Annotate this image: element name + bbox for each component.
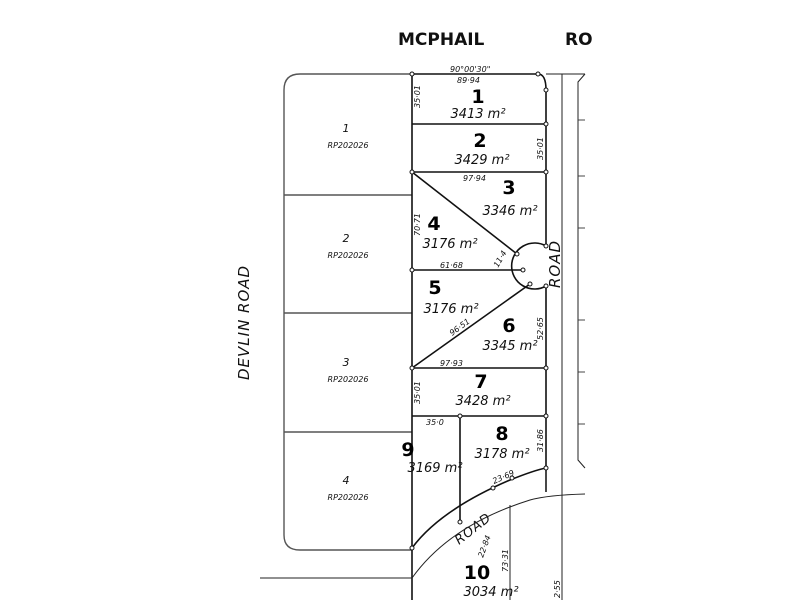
lot-9: 9 3169 m² [401,439,462,476]
dimension-label: 70·71 [413,213,422,236]
dimension-label: 22·84 [476,534,492,559]
lot-area: 3413 m² [450,107,505,122]
existing-lot-plan: RP202026 [328,493,369,502]
lot-2: 2 3429 m² [454,130,509,168]
dimension-label: 31·86 [536,429,545,452]
lot-line-5-6 [411,283,531,369]
lot-1: 1 3413 m² [450,86,505,122]
lot-area: 3176 m² [423,302,478,317]
existing-lot-plan: RP202026 [328,251,369,260]
east-boundary-line [510,118,547,492]
survey-pins [409,71,549,551]
lot-area: 3345 m² [482,339,537,354]
lot-7: 7 3428 m² [455,371,510,409]
dimension-label: 97·94 [463,174,486,183]
road-edge-ticks [578,119,585,425]
south-road-edge [411,493,586,579]
lot-3: 3 3346 m² [482,177,537,219]
dimension-label: 11·4 [492,249,509,269]
lot-number: 8 [495,423,508,445]
road-name-devlin: DEVLIN ROAD [235,265,253,380]
lot-number: 9 [401,439,414,461]
lot-4: 4 3176 m² [422,213,477,252]
dimension-label: 97·93 [440,359,463,368]
road-name-east: ROAD [546,240,564,288]
existing-lot-number: 2 [343,232,350,245]
existing-lot: 4 RP202026 [328,474,369,502]
lot-line-3-4 [411,171,518,255]
existing-lot-number: 1 [343,122,350,135]
lot-number: 1 [471,86,484,108]
existing-lot: 2 RP202026 [328,232,369,260]
existing-lot-number: 4 [343,474,350,487]
dimension-label: 35·0 [426,418,444,427]
lot-number: 5 [428,277,441,299]
dimension-label: 35·01 [536,137,545,160]
lot-area: 3178 m² [474,447,529,462]
lot-10: 10 3034 m² [463,562,518,600]
lot-area: 3429 m² [454,153,509,168]
existing-lot: 1 RP202026 [328,122,369,150]
lot-area: 3169 m² [407,461,462,476]
lot-number: 7 [474,371,487,393]
lot-number: 6 [502,315,515,337]
existing-lot-plan: RP202026 [328,375,369,384]
existing-lot: 3 RP202026 [328,356,369,384]
dimension-label: 35·01 [413,381,422,404]
road-name-mcphail-road-cut: RO [565,30,593,50]
lot-area: 3034 m² [463,585,518,600]
south-curve-boundary [411,467,547,549]
dimension-label: 61·68 [440,261,463,270]
lot-number: 10 [464,562,490,584]
existing-lot-number: 3 [343,356,350,369]
east-road-far-edge [577,73,586,469]
lot-number: 3 [502,177,515,199]
lot-6: 6 3345 m² [482,315,537,354]
dimension-label: 73·31 [501,549,510,572]
lot-8: 8 3178 m² [474,423,529,462]
existing-lot-plan: RP202026 [328,141,369,150]
dimension-label: 52·65 [536,317,545,340]
lot-area: 3346 m² [482,204,537,219]
dimension-label: 35·01 [413,85,422,108]
lot-area: 3176 m² [422,237,477,252]
dimension-label: 89·94 [457,76,480,85]
lot-number: 4 [427,213,440,235]
road-name-mcphail: MCPHAIL [398,30,485,50]
lot-area: 3428 m² [455,394,510,409]
lot-number: 2 [473,130,486,152]
lot-5: 5 3176 m² [423,277,478,317]
bearing-label: 90°00'30" [450,65,490,74]
dimension-label: 2·55 [553,580,562,598]
